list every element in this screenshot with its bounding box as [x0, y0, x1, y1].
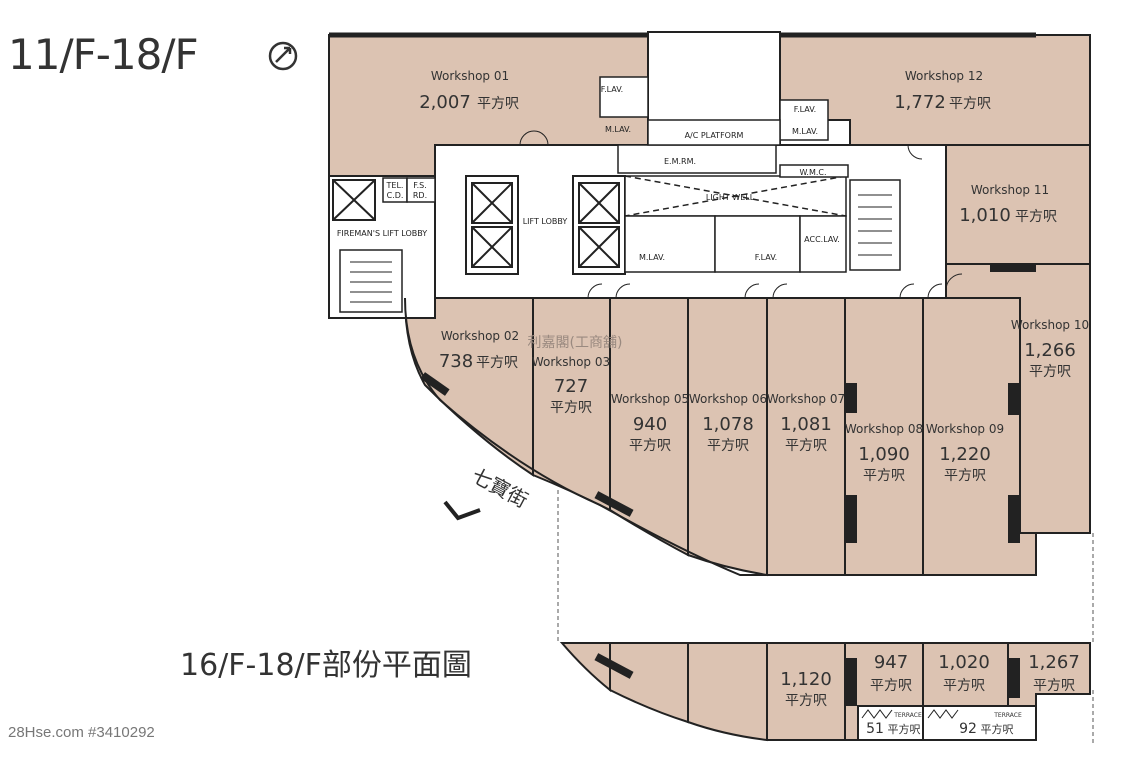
terrace-51-label: TERRACE: [893, 712, 922, 719]
flav-room: [714, 215, 801, 273]
street-label-group: 七寶街: [443, 463, 532, 521]
stair-left: [339, 249, 403, 313]
workshop-11-unit: 平方呎: [1015, 209, 1057, 225]
workshop-11-area-value: 1,010: [959, 205, 1011, 226]
ac-platform: [647, 119, 781, 146]
workshop-08-area-value: 1,090: [858, 444, 910, 465]
lower-unit-1120-unit: 平方呎: [785, 693, 827, 709]
workshop-07-area-value: 1,081: [780, 414, 832, 435]
mlav-upper-left-label: M.LAV.: [605, 125, 631, 134]
workshop-05-name: Workshop 05: [611, 392, 689, 406]
terrace-92-area: 92: [959, 721, 977, 737]
workshop-11-name: Workshop 11: [971, 183, 1049, 197]
lower-unit-c: [687, 642, 768, 742]
tel-label: TEL.: [386, 181, 404, 190]
lower-unit-947-area: 947: [874, 652, 908, 673]
mlav-room: [624, 215, 716, 273]
ac-platform-label: A/C PLATFORM: [685, 131, 744, 140]
lift-lobby-label: LIFT LOBBY: [523, 217, 568, 226]
compass-icon: [268, 41, 298, 71]
terrace-51-unit: 平方呎: [888, 722, 921, 736]
cd-label: C.D.: [387, 191, 404, 200]
workshop-05-unit: 平方呎: [629, 438, 671, 454]
stair-right: [849, 179, 901, 271]
workshop-03-unit: 平方呎: [550, 400, 592, 416]
mlav-upper-right-label: M.LAV.: [792, 127, 818, 136]
mlav-label: M.LAV.: [639, 253, 665, 262]
acclav-label: ACC.LAV.: [804, 235, 840, 244]
flav-upper-left-label: F.LAV.: [601, 85, 623, 94]
workshop-06-area: [687, 297, 768, 577]
agency-overlay-text: 利嘉閣(工商舖): [528, 335, 623, 351]
workshop-07-name: Workshop 07: [767, 392, 845, 406]
workshop-02-area: [403, 297, 534, 477]
workshop-09-area-value: 1,220: [939, 444, 991, 465]
workshop-03-area-value: 727: [554, 376, 588, 397]
lower-unit-1267-unit: 平方呎: [1033, 678, 1075, 694]
flav-upper-right-label: F.LAV.: [794, 105, 816, 114]
workshop-01-area-value: 2,007: [419, 92, 471, 113]
workshop-02-unit: 平方呎: [476, 355, 518, 371]
listing-watermark: 28Hse.com #3410292: [8, 724, 155, 741]
emrm-room: [617, 144, 777, 174]
workshop-10-unit: 平方呎: [1029, 364, 1071, 380]
workshop-05-area-value: 940: [633, 414, 667, 435]
fs-label: F.S.: [413, 181, 426, 190]
light-well-label: LIGHT WELL: [706, 193, 755, 202]
workshop-02-name: Workshop 02: [441, 329, 519, 343]
workshop-07-area: [766, 297, 846, 576]
workshop-08-name: Workshop 08: [845, 422, 923, 436]
partial-plan-subtitle: 16/F-18/F部份平面圖: [180, 648, 472, 683]
workshop-12-name: Workshop 12: [905, 69, 983, 83]
workshop-07-unit: 平方呎: [785, 438, 827, 454]
workshop-01-name: Workshop 01: [431, 69, 509, 83]
fireman-lift-lobby-label: FIREMAN'S LIFT LOBBY: [337, 229, 427, 238]
terrace-92-unit: 平方呎: [981, 722, 1014, 736]
workshop-01-unit: 平方呎: [477, 96, 519, 112]
lower-unit-947-unit: 平方呎: [870, 678, 912, 694]
workshop-12-area-value: 1,772: [894, 92, 946, 113]
lower-unit-1120-area: 1,120: [780, 669, 832, 690]
terrace-92: [922, 705, 1037, 741]
tel-cd-room: [382, 177, 408, 203]
workshop-06-area-value: 1,078: [702, 414, 754, 435]
lower-unit-1020-unit: 平方呎: [943, 678, 985, 694]
street-name: 七寶街: [468, 463, 532, 512]
lower-unit-1020-area: 1,020: [938, 652, 990, 673]
workshop-12-unit: 平方呎: [949, 96, 991, 112]
lower-unit-1120: [766, 642, 846, 741]
workshop-10-area-value: 1,266: [1024, 340, 1076, 361]
wmc-room: [779, 164, 849, 178]
acclav-room: [799, 215, 847, 273]
terrace-92-label: TERRACE: [993, 712, 1022, 719]
workshop-02-area-value: 738: [439, 351, 473, 372]
workshop-06-name: Workshop 06: [689, 392, 767, 406]
flav-label: F.LAV.: [755, 253, 777, 262]
wmc-label: W.M.C.: [799, 168, 826, 177]
workshop-09-name: Workshop 09: [926, 422, 1004, 436]
fs-rd-room: [406, 177, 436, 203]
workshop-08-unit: 平方呎: [863, 468, 905, 484]
workshop-09-unit: 平方呎: [944, 468, 986, 484]
street-arrow-icon: [443, 500, 481, 521]
emrm-label: E.M.RM.: [664, 157, 696, 166]
workshop-03-name: Workshop 03: [532, 355, 610, 369]
lift-bank: [332, 175, 626, 275]
lower-unit-b: [609, 642, 689, 724]
terrace-51-area: 51: [866, 721, 884, 737]
workshop-10-name: Workshop 10: [1011, 318, 1089, 332]
lower-unit-1267-area: 1,267: [1028, 652, 1080, 673]
rd-label: RD.: [413, 191, 427, 200]
lower-unit-a: [559, 642, 611, 693]
workshop-06-unit: 平方呎: [707, 438, 749, 454]
flav-upper-left: [599, 76, 649, 118]
floor-range-title: 11/F-18/F: [8, 30, 199, 79]
